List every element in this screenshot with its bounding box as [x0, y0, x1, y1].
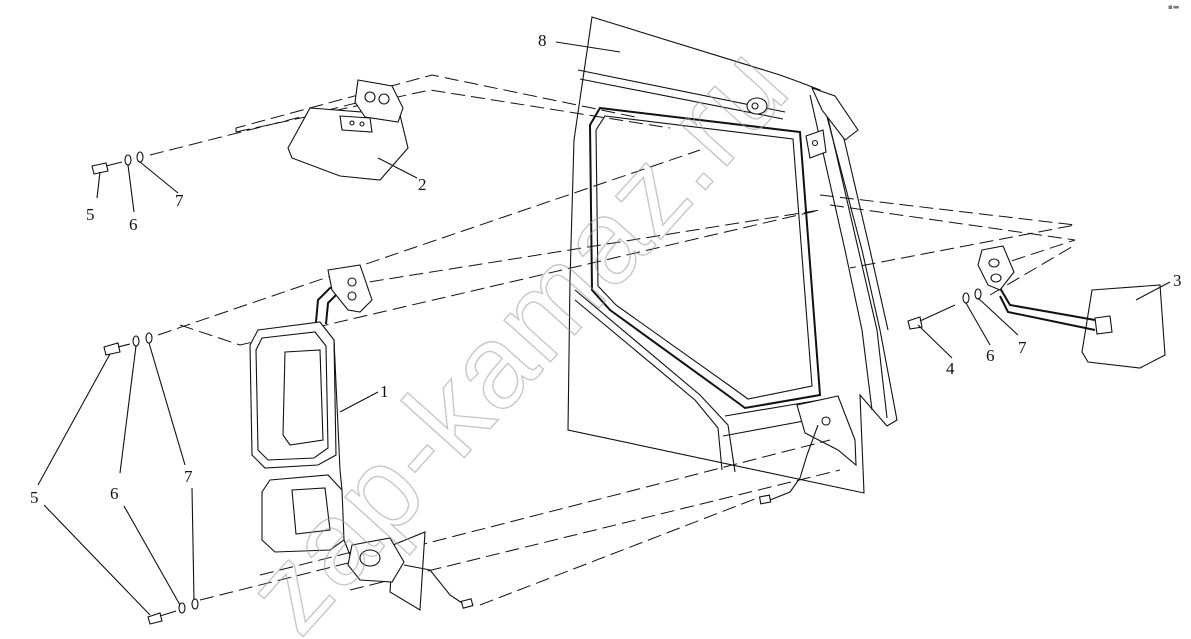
assembly-lines	[149, 74, 1076, 606]
label-5-top: 5	[86, 205, 95, 224]
door-panel	[567, 16, 898, 505]
side-mirror-right	[977, 245, 1166, 369]
small-mirror	[287, 79, 409, 181]
label-7-mid: 7	[184, 467, 193, 486]
label-3: 3	[1173, 271, 1182, 290]
label-7-top: 7	[175, 191, 184, 210]
label-5-mid: 5	[30, 488, 39, 507]
label-6-right: 6	[986, 346, 995, 365]
corner-mark: ▪▬	[1168, 3, 1179, 11]
main-mirror	[249, 264, 474, 611]
label-8: 8	[538, 31, 547, 50]
label-7-right: 7	[1018, 338, 1027, 357]
label-1: 1	[380, 382, 389, 401]
label-6-top: 6	[129, 215, 138, 234]
label-2: 2	[418, 175, 427, 194]
label-4: 4	[946, 359, 955, 378]
label-6-mid: 6	[110, 484, 119, 503]
leader-lines	[37, 41, 1171, 616]
part-labels: 8 2 3 1 5 6 7 5 6 7 4 6 7	[30, 31, 1182, 507]
